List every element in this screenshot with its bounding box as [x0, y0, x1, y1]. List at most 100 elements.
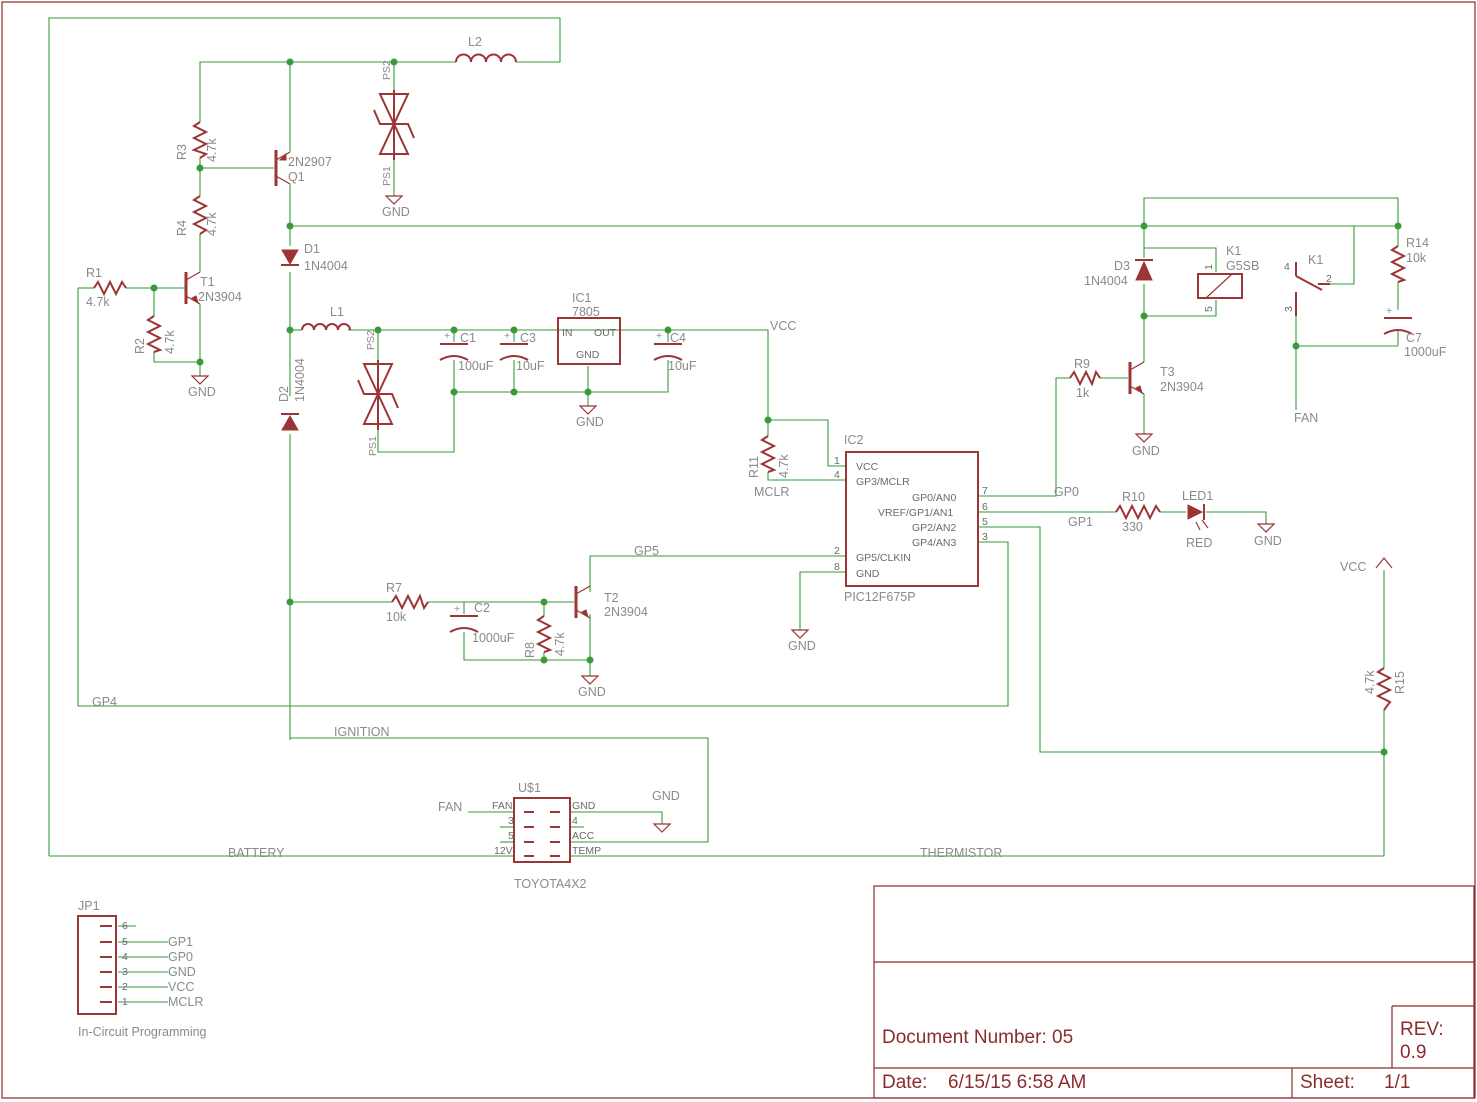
d1-value: 1N4004: [304, 259, 348, 273]
t3-name: T3: [1160, 365, 1175, 379]
r4-value: 4.7k: [205, 212, 219, 236]
l2-name: L2: [468, 35, 482, 49]
ic2-pin-5-label: GP2/AN2: [912, 522, 957, 534]
ic2-pin-8-num: 8: [834, 561, 840, 573]
u1-right-2: ACC: [572, 830, 595, 842]
c1-name: C1: [460, 331, 476, 345]
resistor-r4: R4 4.7k: [175, 195, 219, 236]
c7-plus: +: [1386, 305, 1392, 317]
resistor-r10: R10 330: [1115, 490, 1161, 534]
k1-pin-1: 1: [1203, 264, 1215, 270]
jp1-caption: In-Circuit Programming: [78, 1025, 207, 1039]
transistor-t2: T2 2N3904: [574, 585, 648, 619]
date-value: 6/15/15 6:58 AM: [948, 1072, 1086, 1093]
header-jp1: JP1 In-Circuit Programming 6 5 4 3 2 1 G…: [77, 899, 207, 1039]
sheet-label: Sheet:: [1300, 1072, 1355, 1093]
gnd-label-5: GND: [578, 685, 606, 699]
ic2-name: IC2: [844, 433, 864, 447]
transistor-q1: 2N2907 Q1: [274, 150, 332, 186]
ic2-pin-4-label: GP3/MCLR: [856, 476, 910, 488]
jp1-name: JP1: [78, 899, 100, 913]
gnd-label-4: GND: [788, 639, 816, 653]
ic2-pin-7-label: GP0/AN0: [912, 492, 957, 504]
switch-pin-4: 4: [1284, 261, 1290, 273]
tvs-top-ps1: PS1: [381, 166, 393, 186]
c7-value: 1000uF: [1404, 345, 1447, 359]
gnd-symbol-connector: GND: [652, 789, 680, 833]
gnd-label-2: GND: [188, 385, 216, 399]
jp1-net-gnd: GND: [168, 965, 196, 979]
ic2-value: PIC12F675P: [844, 590, 916, 604]
ic2-pin-2-label: GP5/CLKIN: [856, 552, 911, 564]
capacitor-c4: + C4 10uF: [653, 330, 697, 373]
gnd-symbol-reg: GND: [576, 405, 604, 429]
ic1-value: 7805: [572, 305, 600, 319]
r11-value: 4.7k: [777, 454, 791, 478]
resistor-r14: R14 10k: [1389, 236, 1429, 283]
r14-name: R14: [1406, 236, 1429, 250]
ic2-pin-7-num: 7: [982, 485, 988, 497]
t2-name: T2: [604, 591, 619, 605]
d2-value: 1N4004: [293, 358, 307, 402]
ic2-pin-3-num: 3: [982, 531, 988, 543]
net-gp1: GP1: [1068, 515, 1093, 529]
wires: [48, 17, 1399, 1003]
d1-name: D1: [304, 242, 320, 256]
r3-value: 4.7k: [205, 138, 219, 162]
gnd-label-3: GND: [576, 415, 604, 429]
jp1-pin-5: 5: [122, 936, 128, 948]
r11-tag: MCLR: [754, 485, 789, 499]
diode-d1: D1 1N4004: [281, 242, 348, 273]
gnd-symbol-t2: GND: [578, 675, 606, 699]
jp1-net-gp1: GP1: [168, 935, 193, 949]
title-block: Document Number: 05 REV: 0.9 Date: 6/15/…: [873, 885, 1475, 1099]
c1-plus: +: [444, 330, 450, 342]
led-led1: LED1 RED: [1182, 489, 1213, 550]
ic2-pin-1-num: 1: [834, 455, 840, 467]
gnd-label-6: GND: [1132, 444, 1160, 458]
ic1-pin-out: OUT: [594, 327, 617, 339]
rev-label: REV:: [1400, 1019, 1444, 1040]
t3-value: 2N3904: [1160, 380, 1204, 394]
ic1-pin-in: IN: [562, 327, 573, 339]
rev-value: 0.9: [1400, 1042, 1426, 1063]
r15-name: R15: [1393, 671, 1407, 694]
c4-value: 10uF: [668, 359, 697, 373]
net-gp4: GP4: [92, 695, 117, 709]
regulator-ic1: IC1 7805 IN OUT GND: [557, 291, 621, 365]
tvs-diode-top: PS2 PS1: [373, 60, 415, 186]
inductor-l2: L2: [455, 35, 517, 63]
gnd-symbol-t1: GND: [188, 375, 216, 399]
resistor-r11: R11 4.7k MCLR: [747, 435, 791, 499]
net-ignition: IGNITION: [334, 725, 390, 739]
connector-u1: U$1 TOYOTA4X2 FAN 3 5 12V GND 4 ACC TEMP: [492, 781, 601, 891]
net-gp0: GP0: [1054, 485, 1079, 499]
led1-value: RED: [1186, 536, 1212, 550]
microcontroller-ic2: IC2 PIC12F675P 1 VCC 4 GP3/MCLR 2 GP5/CL…: [834, 433, 988, 604]
jp1-pin-3: 3: [122, 966, 128, 978]
resistor-r15: 4.7k R15: [1363, 667, 1407, 711]
ic1-pin-gnd: GND: [576, 349, 600, 361]
resistor-r9: R9 1k: [1069, 357, 1101, 400]
ic2-pin-2-num: 2: [834, 545, 840, 557]
u1-left-3: 12V: [494, 845, 513, 857]
t1-name: T1: [200, 275, 215, 289]
gnd-symbol-tvs-top: GND: [382, 195, 410, 219]
c3-plus: +: [504, 330, 510, 342]
r14-value: 10k: [1406, 251, 1427, 265]
jp1-pin-2: 2: [122, 981, 128, 993]
date-label: Date:: [882, 1072, 927, 1093]
r8-name: R8: [523, 642, 537, 658]
u1-left-0: FAN: [492, 800, 512, 812]
gnd-symbol-led: GND: [1254, 523, 1282, 548]
ic2-pin-1-label: VCC: [856, 461, 879, 473]
diode-d3: D3 1N4004: [1084, 259, 1153, 288]
capacitor-c7: + C7 1000uF: [1383, 305, 1447, 359]
relay-switch-k1: 4 2 3 K1: [1283, 253, 1332, 316]
jp1-net-mclr: MCLR: [168, 995, 203, 1009]
inductor-l1: L1: [301, 305, 351, 331]
junctions: [150, 58, 1402, 756]
switch-pin-3: 3: [1283, 306, 1295, 312]
